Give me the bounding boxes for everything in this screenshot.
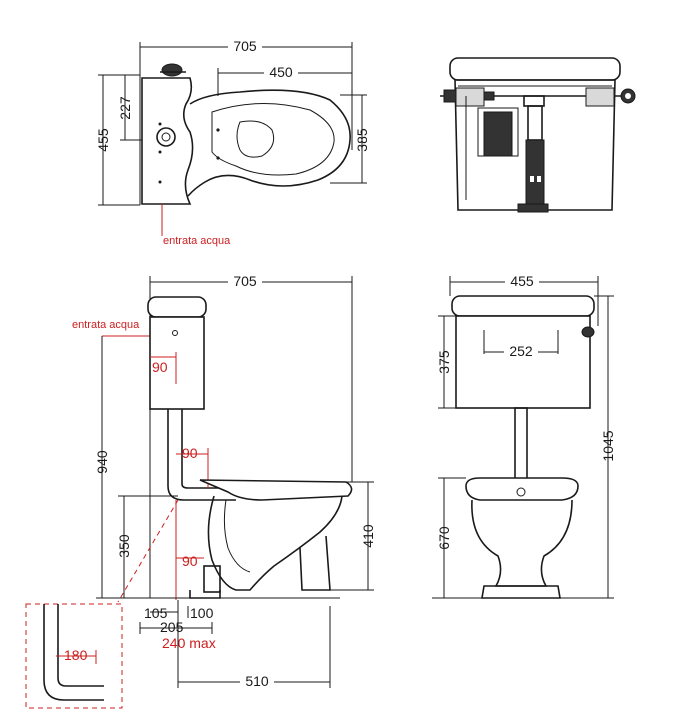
detail-dim-180: 180: [64, 647, 88, 663]
pipe-detail-box: 180: [25, 603, 123, 709]
top-view-depth-227-label: 227: [117, 96, 133, 120]
top-view-width-label: 705: [233, 38, 257, 54]
front-view-spacing-label: 252: [509, 343, 533, 359]
cistern-section-view: [440, 57, 636, 213]
side-view-water-inlet-label: entrata acqua: [72, 319, 140, 331]
side-view-height-940-label: 940: [94, 450, 110, 474]
side-view-pipe-90-lower: 90: [182, 553, 198, 569]
side-view-height-350-label: 350: [116, 534, 132, 558]
side-view: 705 entrata acqua 940 350 90 90 90: [25, 273, 376, 709]
top-view-depth-455-label: 455: [95, 128, 111, 152]
front-view-height-1045-label: 1045: [600, 430, 616, 461]
front-view: 455 252 375 670 1045: [432, 273, 616, 599]
front-view-height-670-label: 670: [436, 526, 452, 550]
side-view-pipe-90-middle: 90: [182, 445, 198, 461]
side-view-pipe-90-upper: 90: [152, 359, 168, 375]
top-view-depth-385-label: 385: [354, 128, 370, 152]
side-view-dim-205: 205: [160, 619, 184, 635]
top-view-water-inlet-label: entrata acqua: [163, 235, 231, 247]
side-view-dim-510: 510: [245, 673, 269, 689]
front-view-height-375-label: 375: [436, 350, 452, 374]
side-view-dim-100: 100: [190, 605, 214, 621]
side-view-dim-105: 105: [144, 605, 168, 621]
side-view-height-410-label: 410: [360, 524, 376, 548]
front-view-width-label: 455: [510, 273, 534, 289]
top-view: 705 450 455 227 385: [95, 38, 370, 247]
top-view-length-label: 450: [269, 64, 293, 80]
side-view-dim-240-max: 240 max: [162, 635, 216, 651]
side-view-width-label: 705: [233, 273, 257, 289]
